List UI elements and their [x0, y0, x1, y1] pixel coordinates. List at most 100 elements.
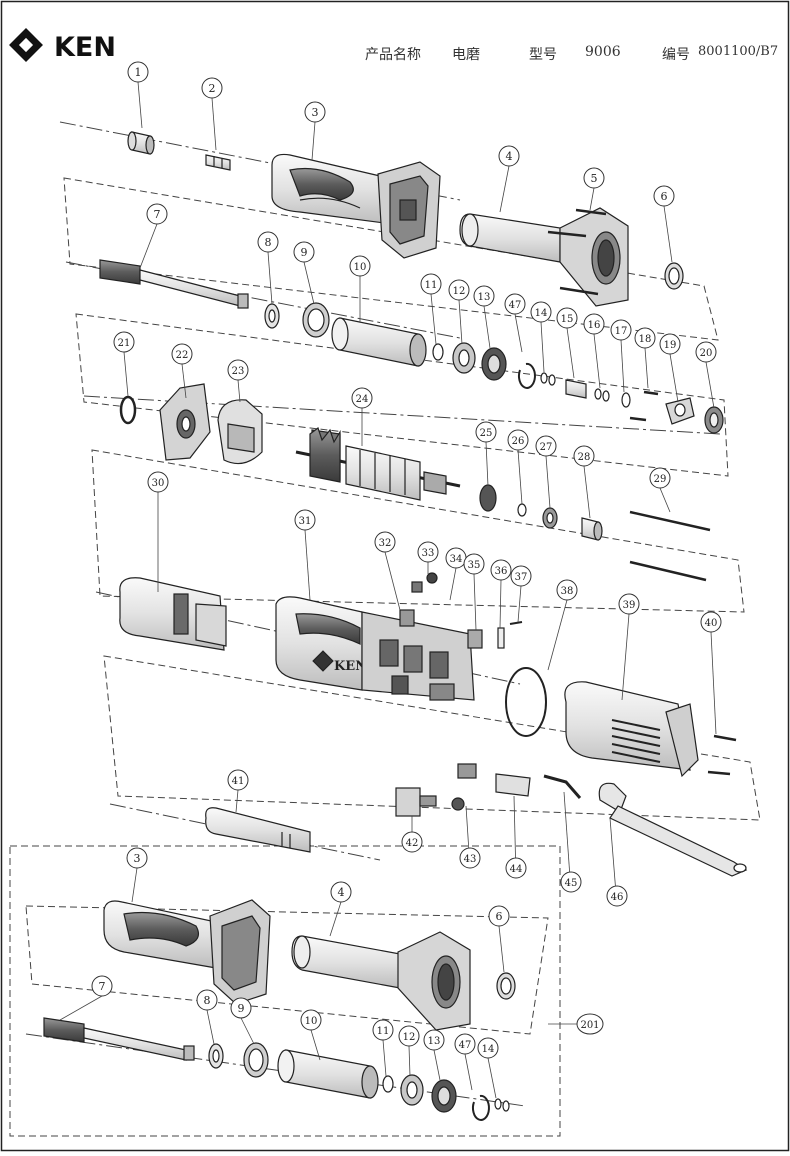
callout-7: 7 [146, 203, 168, 225]
callout-18: 18 [634, 327, 656, 349]
part-21-ring [119, 395, 137, 425]
callout-16: 16 [583, 313, 605, 335]
part-2-collet [205, 154, 231, 171]
callout-4-circle [498, 145, 520, 167]
assembly-part-4-rear-housing [291, 931, 471, 1031]
callout-17-circle [610, 319, 632, 341]
callout-25-circle [475, 421, 497, 443]
callout-34-leader [449, 567, 457, 601]
leader-lines [59, 81, 717, 1099]
assembly-callout-47-number: 47 [459, 1040, 472, 1051]
callout-11-number: 11 [425, 280, 438, 291]
assembly-callout-47-leader [464, 1053, 473, 1091]
assembly-callout-8: 8 [196, 989, 218, 1011]
callout-36: 36 [490, 559, 512, 581]
callout-4-leader [499, 165, 510, 213]
callout-28-circle [573, 445, 595, 467]
callout-33: 33 [417, 541, 439, 563]
callout-10-number: 10 [354, 262, 367, 273]
callout-1-circle [127, 61, 149, 83]
callout-37: 37 [510, 565, 532, 587]
callout-19-number: 19 [664, 340, 677, 351]
callout-45: 45 [560, 871, 582, 893]
callout-23-leader [237, 379, 241, 403]
callout-5-number: 5 [591, 172, 598, 185]
callout-24: 24 [351, 387, 373, 409]
callout-31-leader [304, 529, 311, 601]
callout-23: 23 [227, 359, 249, 381]
assembly-callout-12-circle [398, 1025, 420, 1047]
callout-28-leader [583, 465, 591, 519]
callout-31: 31 [294, 509, 316, 531]
callout-18-number: 18 [639, 334, 652, 345]
callout-20-number: 20 [700, 348, 713, 359]
callout-1-number: 1 [135, 66, 142, 79]
part-10-sleeve [331, 317, 427, 367]
callout-45-circle [560, 871, 582, 893]
part-3-front-housing [271, 153, 441, 259]
callout-16-number: 16 [588, 320, 601, 331]
assembly-callout-4: 4 [330, 881, 352, 903]
callout-28: 28 [573, 445, 595, 467]
callout-3-number: 3 [312, 106, 319, 119]
assembly-part-6-ring [496, 972, 516, 1000]
callout-9-circle [293, 241, 315, 263]
callout-23-number: 23 [232, 366, 245, 377]
housing-brand-text: KEN [334, 659, 367, 674]
callout-6-number: 6 [661, 190, 668, 203]
assembly-callout-12-number: 12 [403, 1032, 416, 1043]
callout-14-circle [530, 301, 552, 323]
callout-46: 46 [606, 885, 628, 907]
callout-37-leader [517, 585, 522, 623]
callout-2: 2 [201, 77, 223, 99]
callout-27: 27 [535, 435, 557, 457]
callout-22-number: 22 [176, 350, 189, 361]
parts-25-28 [479, 484, 603, 541]
assembly-callout-10: 10 [300, 1009, 322, 1031]
callout-3-circle [304, 101, 326, 123]
callout-35-leader [473, 573, 477, 631]
part-29-screws [629, 510, 711, 582]
part-8-washer [264, 303, 280, 329]
callout-20-leader [705, 361, 715, 409]
brand-logo [9, 28, 43, 62]
callout-21: 21 [113, 331, 135, 353]
assembly-callout-6-number: 6 [496, 910, 503, 923]
assembly-callout-3: 3 [126, 847, 148, 869]
callout-4-number: 4 [506, 150, 513, 163]
callout-26-number: 26 [512, 436, 525, 447]
callout-46-circle [606, 885, 628, 907]
callout-38-circle [556, 579, 578, 601]
callout-18-circle [634, 327, 656, 349]
callout-35-circle [463, 553, 485, 575]
callout-14-leader [540, 321, 545, 373]
assembly-callout-13-leader [433, 1049, 441, 1081]
callout-18-leader [644, 347, 649, 389]
assembly-callout-47-circle [454, 1033, 476, 1055]
part-40-screws [707, 734, 737, 776]
callout-40-circle [700, 611, 722, 633]
part-31-motor-housing: KEN [275, 596, 475, 701]
callout-40-number: 40 [705, 618, 718, 629]
assembly-callout-6-leader [498, 925, 505, 973]
callout-44-number: 44 [510, 864, 523, 875]
assembly-callout-8-number: 8 [204, 994, 211, 1007]
callout-47-number: 47 [509, 300, 522, 311]
callout-8-leader [267, 251, 273, 305]
callout-10-circle [349, 255, 371, 277]
callout-32: 32 [374, 531, 396, 553]
assembly-part-7-spindle [43, 1017, 195, 1061]
assembly-callout-11: 11 [372, 1019, 394, 1041]
parts-32-37-electrical [399, 572, 523, 649]
assembly-callout-13-circle [423, 1029, 445, 1051]
part-41-spindle-extension [205, 807, 311, 853]
callout-44: 44 [505, 857, 527, 879]
callout-35-number: 35 [468, 560, 481, 571]
part-5-screws [547, 208, 607, 296]
callout-37-circle [510, 565, 532, 587]
callout-9-leader [303, 261, 315, 305]
callout-21-number: 21 [118, 338, 131, 349]
callout-21-circle [113, 331, 135, 353]
